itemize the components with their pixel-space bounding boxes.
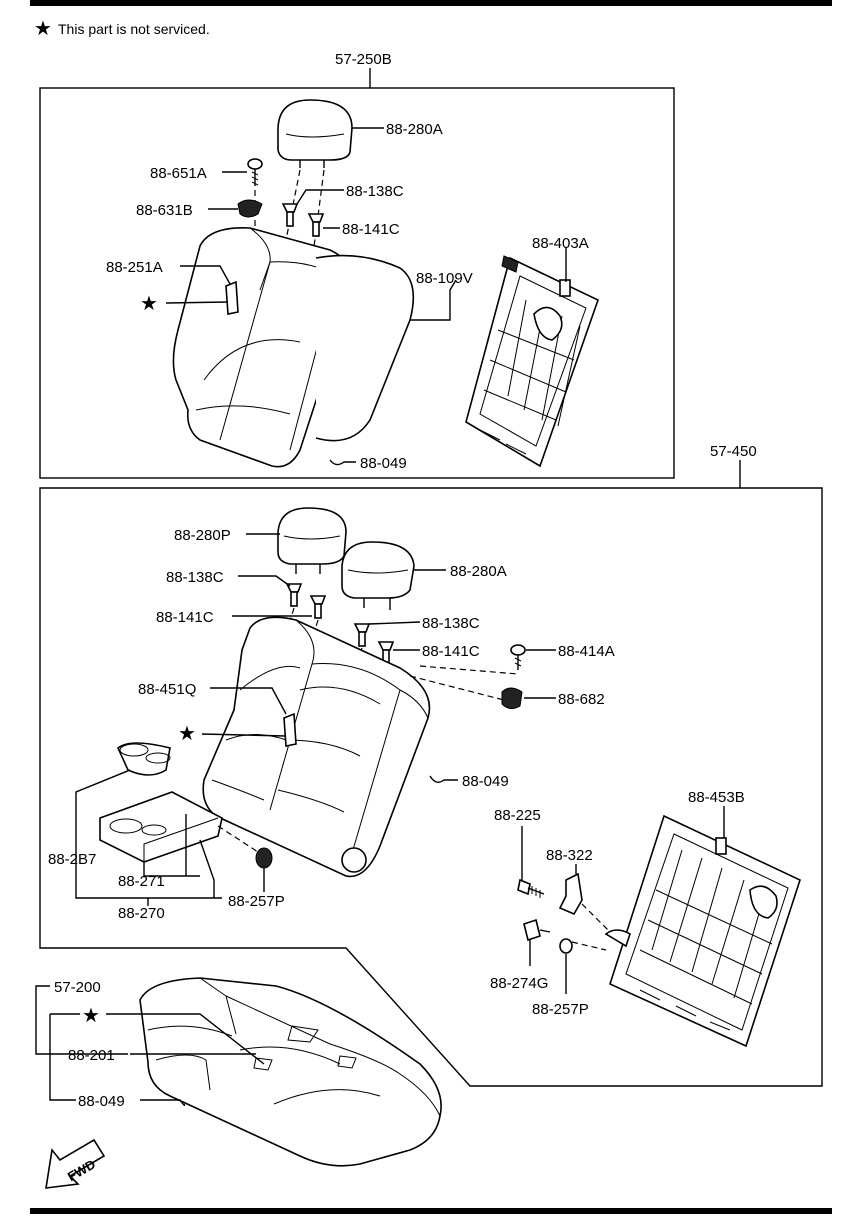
label-hinge-lower: 88-451Q	[138, 681, 196, 698]
leader-group-cushion	[35, 985, 128, 1055]
label-cap-armrest: 88-257P	[228, 893, 285, 910]
label-knob-upper: 88-631B	[136, 202, 193, 219]
label-headrest-lower-left: 88-280P	[174, 527, 231, 544]
label-guide-lower-left-141: 88-141C	[156, 609, 214, 626]
label-guide-lower-right-141: 88-141C	[422, 643, 480, 660]
cupholder-insert	[117, 742, 171, 776]
group-label-lower: 57-450	[710, 443, 757, 460]
clip-upper	[329, 459, 356, 466]
label-bolt-upper: 88-651A	[150, 165, 207, 182]
top-rule	[30, 0, 832, 6]
label-bushing: 88-274G	[490, 975, 548, 992]
group-box-lower	[39, 487, 823, 1087]
seatback-lower	[202, 616, 431, 878]
label-headrest-lower-right: 88-280A	[450, 563, 507, 580]
hinge-lower	[283, 712, 297, 747]
guide-upper-141	[307, 213, 325, 237]
cap-armrest	[255, 847, 273, 869]
clip-cushion	[140, 1099, 186, 1107]
star-icon-cushion: ★	[82, 1005, 100, 1027]
label-hinge-upper: 88-251A	[106, 259, 163, 276]
clip-lower	[429, 775, 458, 783]
guide-upper-138	[281, 203, 299, 227]
group-label-upper: 57-250B	[335, 51, 392, 68]
label-frame-lower: 88-453B	[688, 789, 745, 806]
label-cupholder-insert: 88-2B7	[48, 851, 96, 868]
star-icon-upper: ★	[140, 293, 158, 315]
label-guide-upper-141: 88-141C	[342, 221, 400, 238]
bolt-225	[517, 878, 545, 898]
star-icon-lower: ★	[178, 723, 196, 745]
bolt-upper	[247, 158, 263, 235]
group-label-cushion: 57-200	[54, 979, 101, 996]
bottom-rule	[30, 1208, 832, 1214]
label-armrest-assy: 88-270	[118, 905, 165, 922]
note-text: This part is not serviced.	[58, 21, 210, 37]
label-guide-upper-138: 88-138C	[346, 183, 404, 200]
label-headrest-upper: 88-280A	[386, 121, 443, 138]
label-cushion-cover-text: 88-201	[68, 1047, 115, 1064]
label-cap-lower: 88-257P	[532, 1001, 589, 1018]
knob-lower	[501, 687, 523, 710]
label-clip-lower: 88-049	[462, 773, 509, 790]
label-bracket-322: 88-322	[546, 847, 593, 864]
seatback-upper	[172, 227, 415, 468]
bolt-lower	[510, 644, 526, 670]
hinge-upper	[225, 280, 239, 315]
label-bolt-lower: 88-414A	[558, 643, 615, 660]
fwd-arrow-icon: FWD	[45, 1138, 106, 1189]
bracket-322	[558, 872, 583, 916]
seat-cushion	[139, 977, 442, 1167]
group-box-upper	[39, 87, 675, 479]
headrest-lower-right	[341, 541, 415, 610]
label-knob-lower: 88-682	[558, 691, 605, 708]
label-cover-upper: 88-109V	[416, 270, 473, 287]
bushing	[523, 918, 551, 942]
label-frame-upper: 88-403A	[532, 235, 589, 252]
knob-upper	[237, 199, 263, 218]
armrest	[99, 791, 223, 863]
frame-upper	[465, 255, 599, 468]
guide-lower-right-138	[353, 623, 371, 665]
cap-lower	[559, 938, 573, 954]
label-guide-lower-left-138: 88-138C	[166, 569, 224, 586]
label-clip-cushion: 88-049	[78, 1093, 125, 1110]
note-star-icon: ★	[34, 18, 52, 40]
guide-lower-left-138	[285, 583, 303, 629]
label-clip-upper: 88-049	[360, 455, 407, 472]
headrest-upper	[277, 99, 353, 263]
label-guide-lower-right-138: 88-138C	[422, 615, 480, 632]
frame-lower	[604, 814, 801, 1048]
label-bolt-225: 88-225	[494, 807, 541, 824]
label-armrest: 88-271	[118, 873, 165, 890]
headrest-lower-left	[277, 507, 347, 574]
